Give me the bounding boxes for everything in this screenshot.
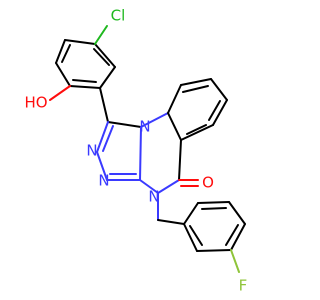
nitrogen-label-triazole-2: N [98,172,109,190]
molecule-structure: Cl HO O [24,7,248,295]
bond [197,201,230,204]
bond-c-oh [49,85,71,101]
bond-aryl-triazole [99,87,109,123]
bond [196,249,232,252]
carbonyl-oxygen-label: O [202,174,214,192]
bond [55,39,66,64]
bond [201,207,227,210]
bond [93,48,110,66]
bond [180,78,212,86]
bond [186,124,207,135]
bond [157,179,180,194]
bond [225,224,239,246]
bond [228,201,246,225]
triazole-ring [96,121,142,181]
bond [189,225,203,246]
fluorophenyl-ring [183,201,246,252]
bond [94,43,116,68]
bond [96,151,108,181]
bond [212,99,228,126]
bond [139,126,142,181]
bond-ch2-aryl [157,219,185,225]
bond [182,85,209,93]
nitrogen-label-bridgehead: N [139,118,150,136]
bond [107,121,142,128]
nitrogen-label-triazole-1: N [86,142,97,160]
hydroxyl-label: HO [24,94,47,112]
chlorophenol-ring [55,39,116,89]
pyrimidinone-ring [139,112,182,194]
bond [183,223,198,252]
bond [140,112,169,128]
bond-c-cl [94,25,108,45]
bond [64,39,96,45]
bond [167,84,182,114]
bond-c-f [230,249,240,273]
bond [96,121,109,153]
chlorine-label: Cl [111,7,126,25]
bond [72,79,97,83]
bond [208,100,221,121]
bond [102,125,114,152]
bond [69,85,101,89]
benzo-ring [167,78,228,141]
bond [183,202,199,225]
bond [178,139,182,181]
bond [61,44,71,63]
bond [167,112,182,141]
nitrogen-label-amide: N [148,188,159,206]
bond [139,179,159,194]
bond [210,78,228,101]
bond [99,66,116,89]
bond [230,223,246,251]
bond [180,124,214,141]
bond [55,62,71,87]
fluorine-label: F [239,277,248,295]
